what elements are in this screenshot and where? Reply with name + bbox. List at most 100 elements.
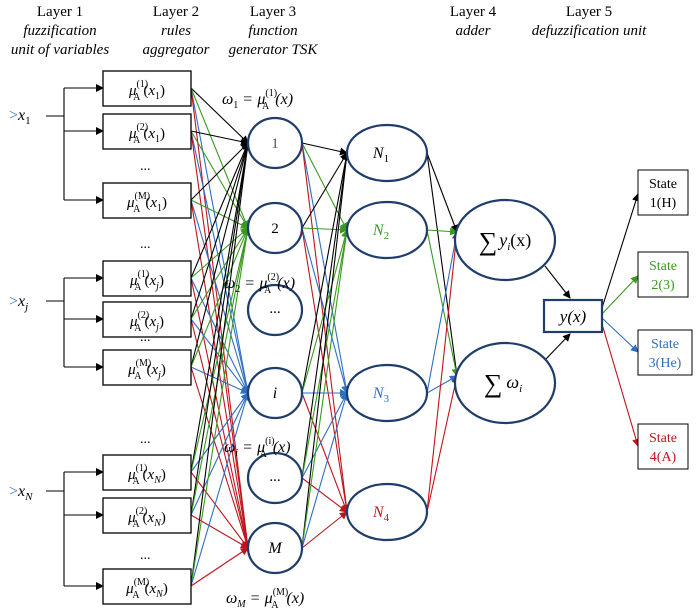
membership-box: μ(2)A(x1) [102,113,192,150]
svg-text:>xN: >xN [9,483,33,503]
rule-edge [190,366,250,549]
rule-edge [190,142,249,201]
svg-text:ω2=μ(2)A(x): ω2=μ(2)A(x) [224,272,295,296]
rule-node-2: 2 [246,201,304,255]
layer3-subtitle-2: generator TSK [229,42,319,58]
input-xj: >xj [9,293,28,313]
output-edge [544,265,571,299]
norm-edge [301,142,350,394]
svg-text:i: i [273,385,277,402]
norm-node-1: N1 [345,123,429,183]
svg-text:μ(2)A(x1): μ(2)A(x1) [128,122,165,146]
rule-edge [190,227,249,320]
state-box-4: State 4(A) [637,423,689,470]
norm-edge [301,152,350,394]
svg-text:State: State [649,431,677,446]
layer1-title: Layer 1 [37,4,83,20]
input-prompt-icon: > [9,293,18,310]
svg-text:...: ... [269,469,280,485]
rule-edge [190,547,249,587]
adder-weighted-sum: ∑yi(x) [453,198,557,282]
norm-edge [301,152,351,479]
svg-text:y(x): y(x) [558,307,587,326]
input-x1: >x1 [9,107,31,127]
adder-edge [426,375,460,513]
ellipsis: ... [140,548,151,563]
weight-label-M: ωM=μ(M)A(x) [226,587,304,611]
input-var: x [17,107,25,124]
norm-node-3: N3 [345,363,429,423]
weight-label-i: ωi=μ(i)A(x) [224,436,291,460]
norm-edge [301,142,351,513]
norm-edge [301,225,348,234]
adder-edge [426,231,461,513]
rule-edge [190,277,249,394]
rule-edge [190,392,249,473]
svg-text:State: State [649,177,677,192]
input-sub: 1 [25,115,31,127]
rule-edge [190,142,251,368]
svg-text:1: 1 [271,136,279,152]
rule-edge [190,514,249,549]
norm-edge [301,392,349,549]
svg-text:2: 2 [271,221,279,237]
header-layer-1: Layer 1 fuzzification unit of variables [11,4,109,58]
rule-edge [190,318,251,549]
output-yx: y(x) [542,298,604,334]
norm-edge [301,511,348,549]
svg-text:∑ωi: ∑ωi [484,369,522,398]
rule-node-i: i [246,366,304,420]
layer2-subtitle: rules [161,23,191,39]
ellipsis: ... [140,159,151,174]
input-xN: >xN [9,483,33,503]
svg-text:4(A): 4(A) [650,450,677,465]
rule-edge [190,277,251,549]
weight-label-1: ω1=μ(1)A(x) [222,88,293,112]
rule-edge [190,142,250,320]
layer4-subtitle: adder [456,23,491,39]
ellipsis: ... [140,432,151,447]
rule-edge [190,130,249,229]
adder-edge [426,375,458,394]
svg-text:N4: N4 [372,504,390,524]
svg-text:ω1=μ(1)A(x): ω1=μ(1)A(x) [222,88,293,112]
svg-text:...: ... [269,301,280,317]
svg-text:μ(2)A(xN): μ(2)A(xN) [127,506,166,530]
input-wires [46,84,104,590]
rule-edge [190,392,249,516]
membership-box: μ(1)A(xN) [102,454,192,491]
membership-box: μ(2)A(xj) [102,301,192,338]
norm-edge [301,227,350,513]
input-prompt-icon: > [9,483,18,500]
header-layer-2: Layer 2 rules aggregator [143,4,210,58]
state-edge [601,193,640,309]
svg-text:μ(1)A(x1): μ(1)A(x1) [128,79,165,103]
input-prompt-icon: > [9,107,18,124]
state-box-3: State 3(He) [637,329,693,376]
membership-box: μ(1)A(x1) [102,70,192,107]
svg-text:State: State [649,259,677,274]
svg-text:N3: N3 [372,385,390,405]
header-layer-4: Layer 4 adder [450,4,497,39]
rule-edge [190,227,250,368]
membership-box: μ(M)A(xj) [102,349,192,386]
layer4-title: Layer 4 [450,4,497,20]
rule-edge [190,227,251,516]
membership-box: μ(M)A(xN) [102,568,192,605]
svg-text:N1: N1 [372,145,389,165]
rule-node-ellipsis-2: ... [246,451,304,505]
layer1-subtitle: fuzzification [23,23,96,39]
rule-node-ellipsis: ... [246,283,304,337]
rule-edge [190,87,251,394]
svg-text:μ(M)A(xN): μ(M)A(xN) [125,577,168,601]
adder-edge [426,231,460,394]
connection-edges [190,87,640,587]
rule-edge [190,142,249,279]
svg-text:State: State [651,337,679,352]
header-layer-3: Layer 3 function generator TSK [229,4,319,58]
svg-text:∑yi(x): ∑yi(x) [479,227,532,256]
norm-node-2: N2 [345,200,429,260]
rule-edge [190,142,251,516]
weight-label-2: ω2=μ(2)A(x) [224,272,295,296]
